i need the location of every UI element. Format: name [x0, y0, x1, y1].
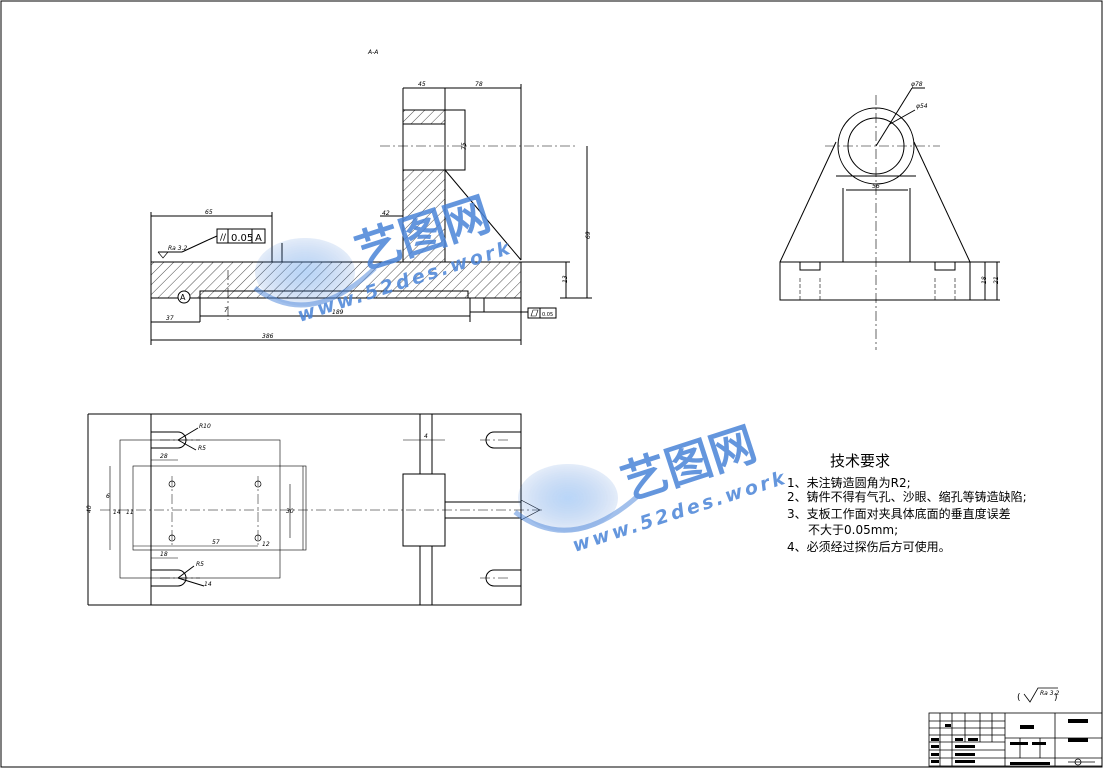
svg-text:7: 7: [224, 307, 228, 314]
svg-text:386: 386: [262, 333, 274, 340]
svg-text:18: 18: [160, 551, 168, 558]
svg-text:40: 40: [86, 505, 93, 513]
svg-text:37: 37: [166, 315, 174, 322]
svg-text:45: 45: [418, 81, 426, 88]
svg-text://: //: [220, 233, 227, 243]
svg-text:0.05: 0.05: [231, 233, 253, 244]
svg-text:42: 42: [382, 210, 390, 217]
datum-a-marker: A: [180, 293, 186, 302]
svg-text:69: 69: [585, 231, 592, 239]
svg-text:φ78: φ78: [911, 81, 923, 88]
svg-text:18: 18: [981, 276, 988, 284]
section-label: A-A: [367, 49, 378, 56]
svg-text:(: (: [1017, 693, 1021, 703]
watermark-1: 艺图网 www.52des.work: [253, 186, 515, 327]
svg-text:0.05: 0.05: [542, 312, 553, 318]
svg-text:12: 12: [262, 541, 270, 548]
svg-text:R5: R5: [196, 561, 204, 568]
svg-text:13: 13: [562, 275, 569, 283]
svg-text:4: 4: [424, 433, 428, 440]
flatness-frame: [527, 307, 557, 319]
svg-text:78: 78: [475, 81, 483, 88]
svg-text:21: 21: [993, 276, 1000, 284]
tech-item: 2、铸件不得有气孔、沙眼、缩孔等铸造缺陷;: [787, 489, 1027, 504]
svg-text:75: 75: [461, 142, 468, 150]
svg-text:R5: R5: [198, 445, 206, 452]
svg-text:Ra 3.2: Ra 3.2: [168, 245, 187, 252]
tech-item: 3、支板工作面对夹具体底面的垂直度误差: [787, 506, 1011, 521]
watermark-2: 艺图网 www.52des.work: [513, 416, 790, 557]
svg-text:30: 30: [286, 508, 294, 515]
svg-text:11: 11: [126, 509, 134, 516]
svg-text:56: 56: [872, 183, 880, 190]
general-surface-finish: ( Ra 3.2 ): [1017, 687, 1059, 703]
svg-text:57: 57: [212, 539, 220, 546]
tech-title: 技术要求: [830, 452, 890, 470]
boss-top-section: [402, 109, 446, 125]
svg-text:A: A: [255, 233, 262, 244]
title-block: [928, 712, 1103, 767]
side-view: 56 φ78 φ54 18 21: [779, 81, 1000, 350]
svg-text:6: 6: [106, 493, 110, 500]
svg-text:14: 14: [204, 581, 212, 588]
svg-text:φ54: φ54: [916, 103, 928, 110]
svg-text:R10: R10: [199, 423, 211, 430]
tech-item: 4、必须经过探伤后方可使用。: [787, 539, 951, 554]
svg-text:): ): [1054, 693, 1058, 703]
svg-text:65: 65: [205, 209, 213, 216]
tech-item: 1、未注铸造圆角为R2;: [787, 475, 911, 490]
tech-item: 不大于0.05mm;: [808, 523, 898, 537]
svg-text:14: 14: [113, 509, 121, 516]
svg-text:Ra 3.2: Ra 3.2: [1040, 690, 1059, 697]
support-section: [402, 169, 446, 263]
svg-text:28: 28: [160, 453, 168, 460]
top-view: 40 6 14 11 57 12 30 28 18 R10 R5 R5 14 4: [86, 413, 545, 606]
svg-text:189: 189: [332, 309, 344, 316]
tech-requirements: 技术要求 1、未注铸造圆角为R2; 2、铸件不得有气孔、沙眼、缩孔等铸造缺陷; …: [787, 452, 1027, 554]
